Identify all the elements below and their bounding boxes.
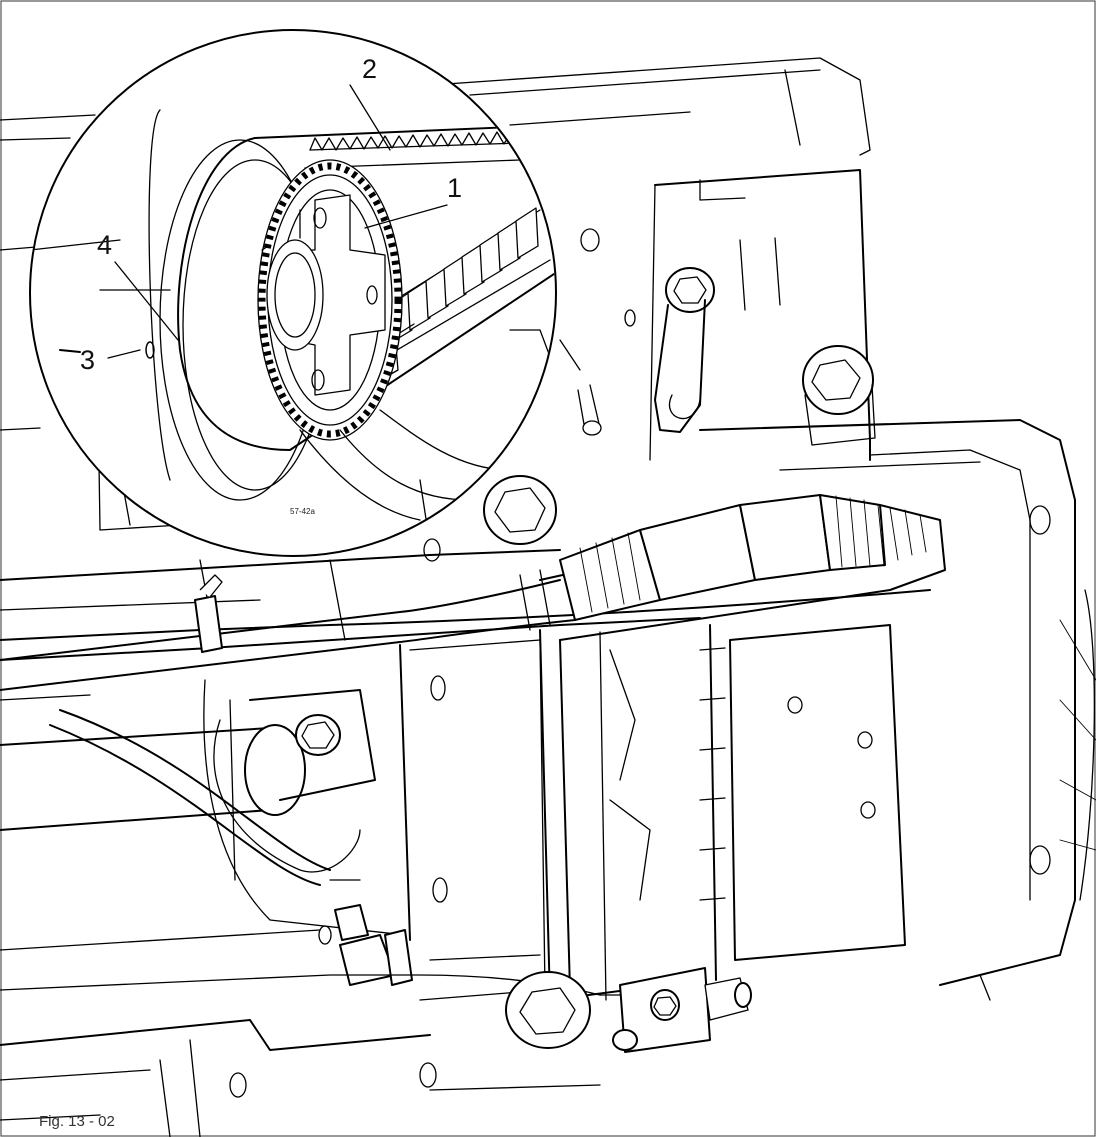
- callout-4: 4: [97, 230, 113, 260]
- main-shaft: [0, 679, 406, 936]
- callout-3: 3: [80, 345, 96, 375]
- hex-bolt-upper: [665, 267, 715, 313]
- toothed-pulley: [257, 159, 403, 441]
- callout-leaders: [107, 84, 448, 359]
- figure-caption: Fig. 13 - 02: [39, 1113, 115, 1130]
- clamp-block: [612, 967, 752, 1053]
- detail-magnifier: [29, 29, 557, 557]
- drawing-code: 57-42a: [290, 507, 315, 516]
- connector-plug: [559, 494, 927, 621]
- callout-1: 1: [447, 173, 463, 203]
- detail-circle-outline: [29, 29, 557, 557]
- hex-bolt-lower: [505, 971, 591, 1049]
- machine-housing: [0, 57, 1096, 1137]
- hex-bolt-left: [483, 475, 557, 545]
- cable-clamp-lower: [334, 904, 413, 986]
- callout-2: 2: [362, 54, 378, 84]
- leader-1: [364, 204, 448, 229]
- leader-4: [114, 261, 179, 341]
- leader-3: [107, 349, 141, 359]
- leader-2: [349, 84, 391, 151]
- cable-tie: [194, 574, 223, 653]
- reference-mark-3: [145, 341, 155, 359]
- belt-lower-teeth: [379, 207, 551, 379]
- hex-bolt-middle: [802, 345, 876, 446]
